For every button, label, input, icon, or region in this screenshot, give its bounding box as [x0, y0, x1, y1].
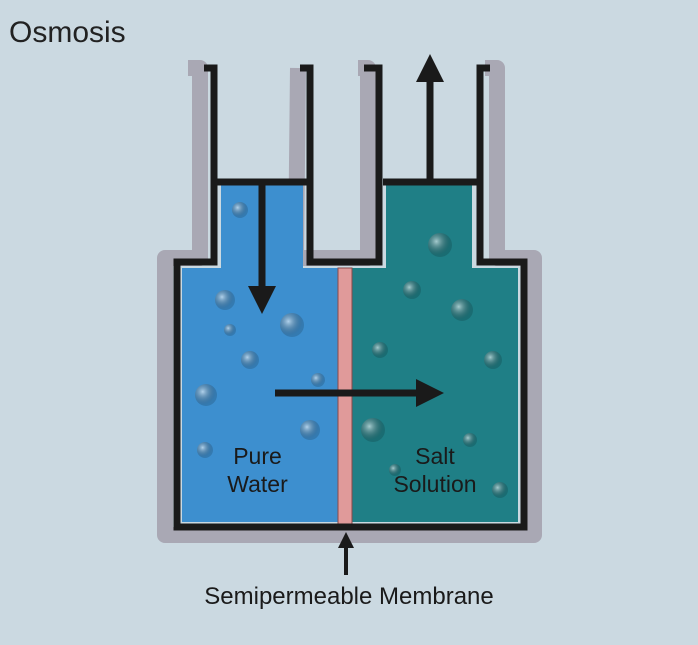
membrane-caption: Semipermeable Membrane — [204, 583, 494, 610]
pure-water-label-line2: Water — [227, 471, 288, 497]
bubbles — [195, 202, 508, 498]
diagram-title: Osmosis — [9, 16, 126, 49]
salt-solution-label: Salt Solution — [370, 442, 500, 498]
salt-solution-label-line2: Solution — [393, 471, 477, 497]
salt-solution — [352, 182, 518, 522]
pure-water — [182, 182, 338, 522]
pure-water-label: Pure Water — [200, 442, 315, 498]
salt-solution-label-line1: Salt — [415, 443, 455, 469]
pure-water-label-line1: Pure — [233, 443, 282, 469]
vessel-walls — [173, 64, 528, 531]
